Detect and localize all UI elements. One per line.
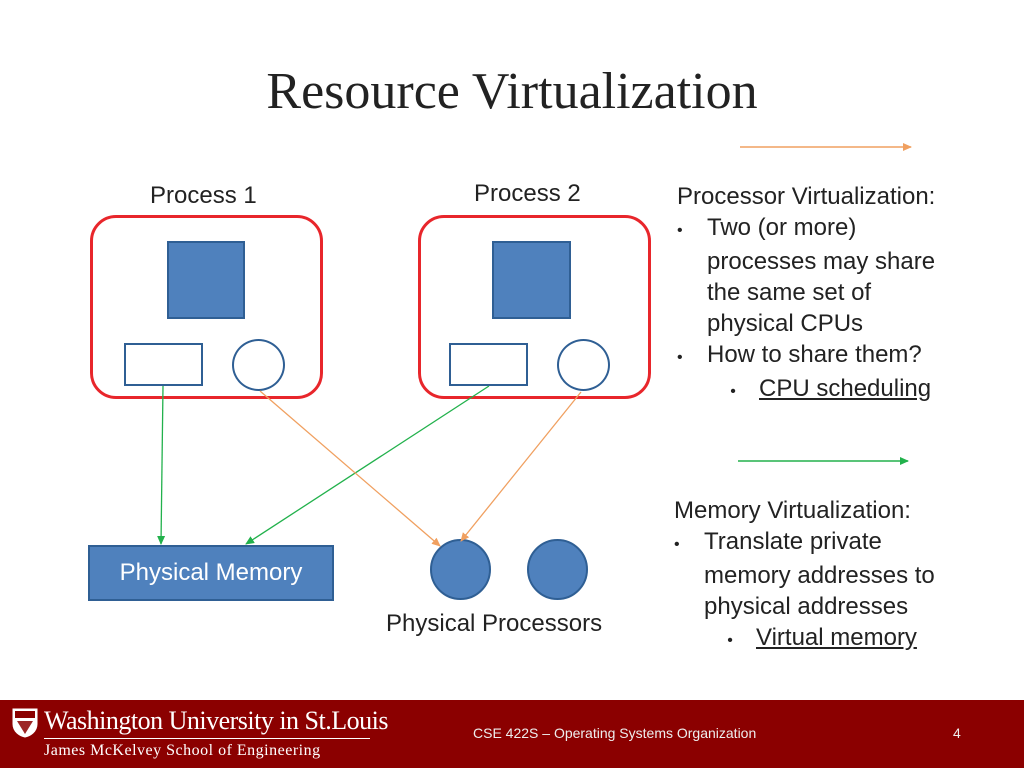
arrow-p1-processor: [259, 390, 441, 547]
physical-memory-box: Physical Memory: [88, 545, 334, 601]
process-1-thread-circle: [232, 339, 285, 391]
memory-bullet-1: •Translate private: [674, 528, 882, 555]
process-1-memory-block: [124, 343, 203, 386]
processor-bullet-2-text: How to share them?: [707, 341, 922, 368]
memory-bullet-1-text-a: memory addresses to: [704, 562, 935, 589]
footer-bar: Washington University in St.Louis James …: [0, 700, 1024, 768]
physical-processors-label: Physical Processors: [386, 610, 603, 637]
physical-memory-label: Physical Memory: [119, 559, 303, 586]
process-2-label: Process 2: [474, 180, 581, 207]
logo-rule: [44, 738, 370, 739]
processor-bullet-1-cont-b: the same set of: [677, 277, 935, 308]
processor-bullet-1-cont-c: physical CPUs: [677, 308, 935, 339]
processor-sub-bullet: •CPU scheduling: [730, 375, 932, 402]
processor-virtualization-text: Processor Virtualization: •Two (or more)…: [677, 181, 935, 407]
process-1-label: Process 1: [150, 182, 257, 209]
processor-bullet-1-text-b: the same set of: [707, 279, 872, 306]
memory-virtualization-heading: Memory Virtualization:: [674, 497, 911, 524]
university-logo: Washington University in St.Louis James …: [12, 704, 388, 764]
physical-processor-2: [527, 539, 588, 600]
process-2-thread-circle: [557, 339, 610, 391]
processor-bullet-1-text: Two (or more): [707, 214, 857, 241]
cpu-scheduling-text: CPU scheduling: [759, 375, 932, 402]
arrow-p2-memory: [245, 385, 490, 545]
processor-virtualization-heading: Processor Virtualization:: [677, 183, 936, 210]
process-2-memory-block: [449, 343, 528, 386]
memory-bullet-1-text-b: physical addresses: [704, 593, 909, 620]
process-1-cpu-block: [167, 241, 245, 319]
processor-bullet-1-cont-a: processes may share: [677, 246, 935, 277]
memory-bullet-1-text: Translate private: [704, 528, 882, 555]
slide-title: Resource Virtualization: [266, 63, 758, 120]
arrow-p2-processor: [460, 391, 582, 542]
university-name: Washington University in St.Louis: [44, 706, 388, 735]
virtual-memory-text: Virtual memory: [756, 624, 917, 651]
processor-bullet-1: •Two (or more): [677, 214, 857, 241]
memory-sub-bullet: •Virtual memory: [727, 624, 917, 651]
processor-bullet-1-text-a: processes may share: [707, 248, 936, 275]
school-name: James McKelvey School of Engineering: [44, 742, 321, 759]
page-number: 4: [953, 725, 961, 741]
memory-bullet-1-cont-a: memory addresses to: [674, 560, 935, 591]
processor-bullet-2: •How to share them?: [677, 341, 922, 368]
process-2-cpu-block: [492, 241, 571, 319]
arrow-p1-memory: [157, 385, 166, 545]
shield-icon: [12, 708, 38, 738]
memory-virtualization-text: Memory Virtualization: •Translate privat…: [674, 495, 935, 656]
course-title: CSE 422S – Operating Systems Organizatio…: [473, 725, 757, 741]
processor-bullet-1-text-c: physical CPUs: [707, 310, 864, 337]
memory-bullet-1-cont-b: physical addresses: [674, 591, 935, 622]
